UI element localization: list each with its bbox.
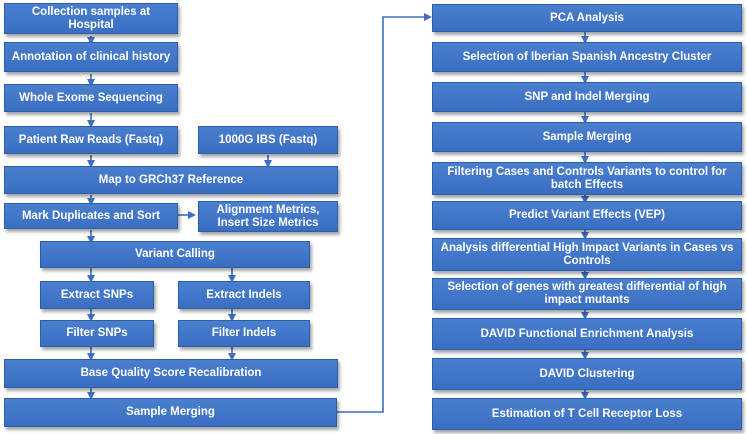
step-bqsr: Base Quality Score Recalibration — [4, 359, 338, 388]
step-filter-snps: Filter SNPs — [40, 320, 154, 347]
step-differential-analysis: Analysis differential High Impact Varian… — [432, 238, 742, 271]
step-david-enrichment: DAVID Functional Enrichment Analysis — [432, 318, 742, 350]
step-extract-indels: Extract Indels — [178, 281, 310, 309]
step-whole-exome-sequencing: Whole Exome Sequencing — [4, 84, 178, 112]
step-filtering-batch: Filtering Cases and Controls Variants to… — [432, 162, 742, 195]
arrow-left-to-right — [337, 13, 432, 413]
step-pca-analysis: PCA Analysis — [432, 4, 742, 32]
step-gene-selection: Selection of genes with greatest differe… — [432, 278, 742, 310]
step-sample-merging-right: Sample Merging — [432, 122, 742, 152]
step-tcr-loss: Estimation of T Cell Receptor Loss — [432, 398, 742, 430]
step-collection: Collection samples at Hospital — [4, 3, 178, 34]
step-david-clustering: DAVID Clustering — [432, 358, 742, 390]
step-annotation: Annotation of clinical history — [4, 42, 178, 72]
step-1000g-ibs: 1000G IBS (Fastq) — [198, 126, 338, 154]
step-predict-vep: Predict Variant Effects (VEP) — [432, 201, 742, 230]
step-patient-raw-reads: Patient Raw Reads (Fastq) — [4, 126, 178, 154]
step-alignment-metrics: Alignment Metrics, Insert Size Metrics — [198, 201, 338, 232]
step-map-reference: Map to GRCh37 Reference — [4, 166, 338, 194]
step-variant-calling: Variant Calling — [40, 241, 310, 268]
step-sample-merging-left: Sample Merging — [4, 398, 337, 427]
step-mark-duplicates: Mark Duplicates and Sort — [4, 203, 178, 229]
step-snp-indel-merging: SNP and Indel Merging — [432, 82, 742, 112]
step-extract-snps: Extract SNPs — [40, 281, 154, 309]
step-filter-indels: Filter Indels — [178, 320, 310, 347]
step-iberian-selection: Selection of Iberian Spanish Ancestry Cl… — [432, 42, 742, 72]
